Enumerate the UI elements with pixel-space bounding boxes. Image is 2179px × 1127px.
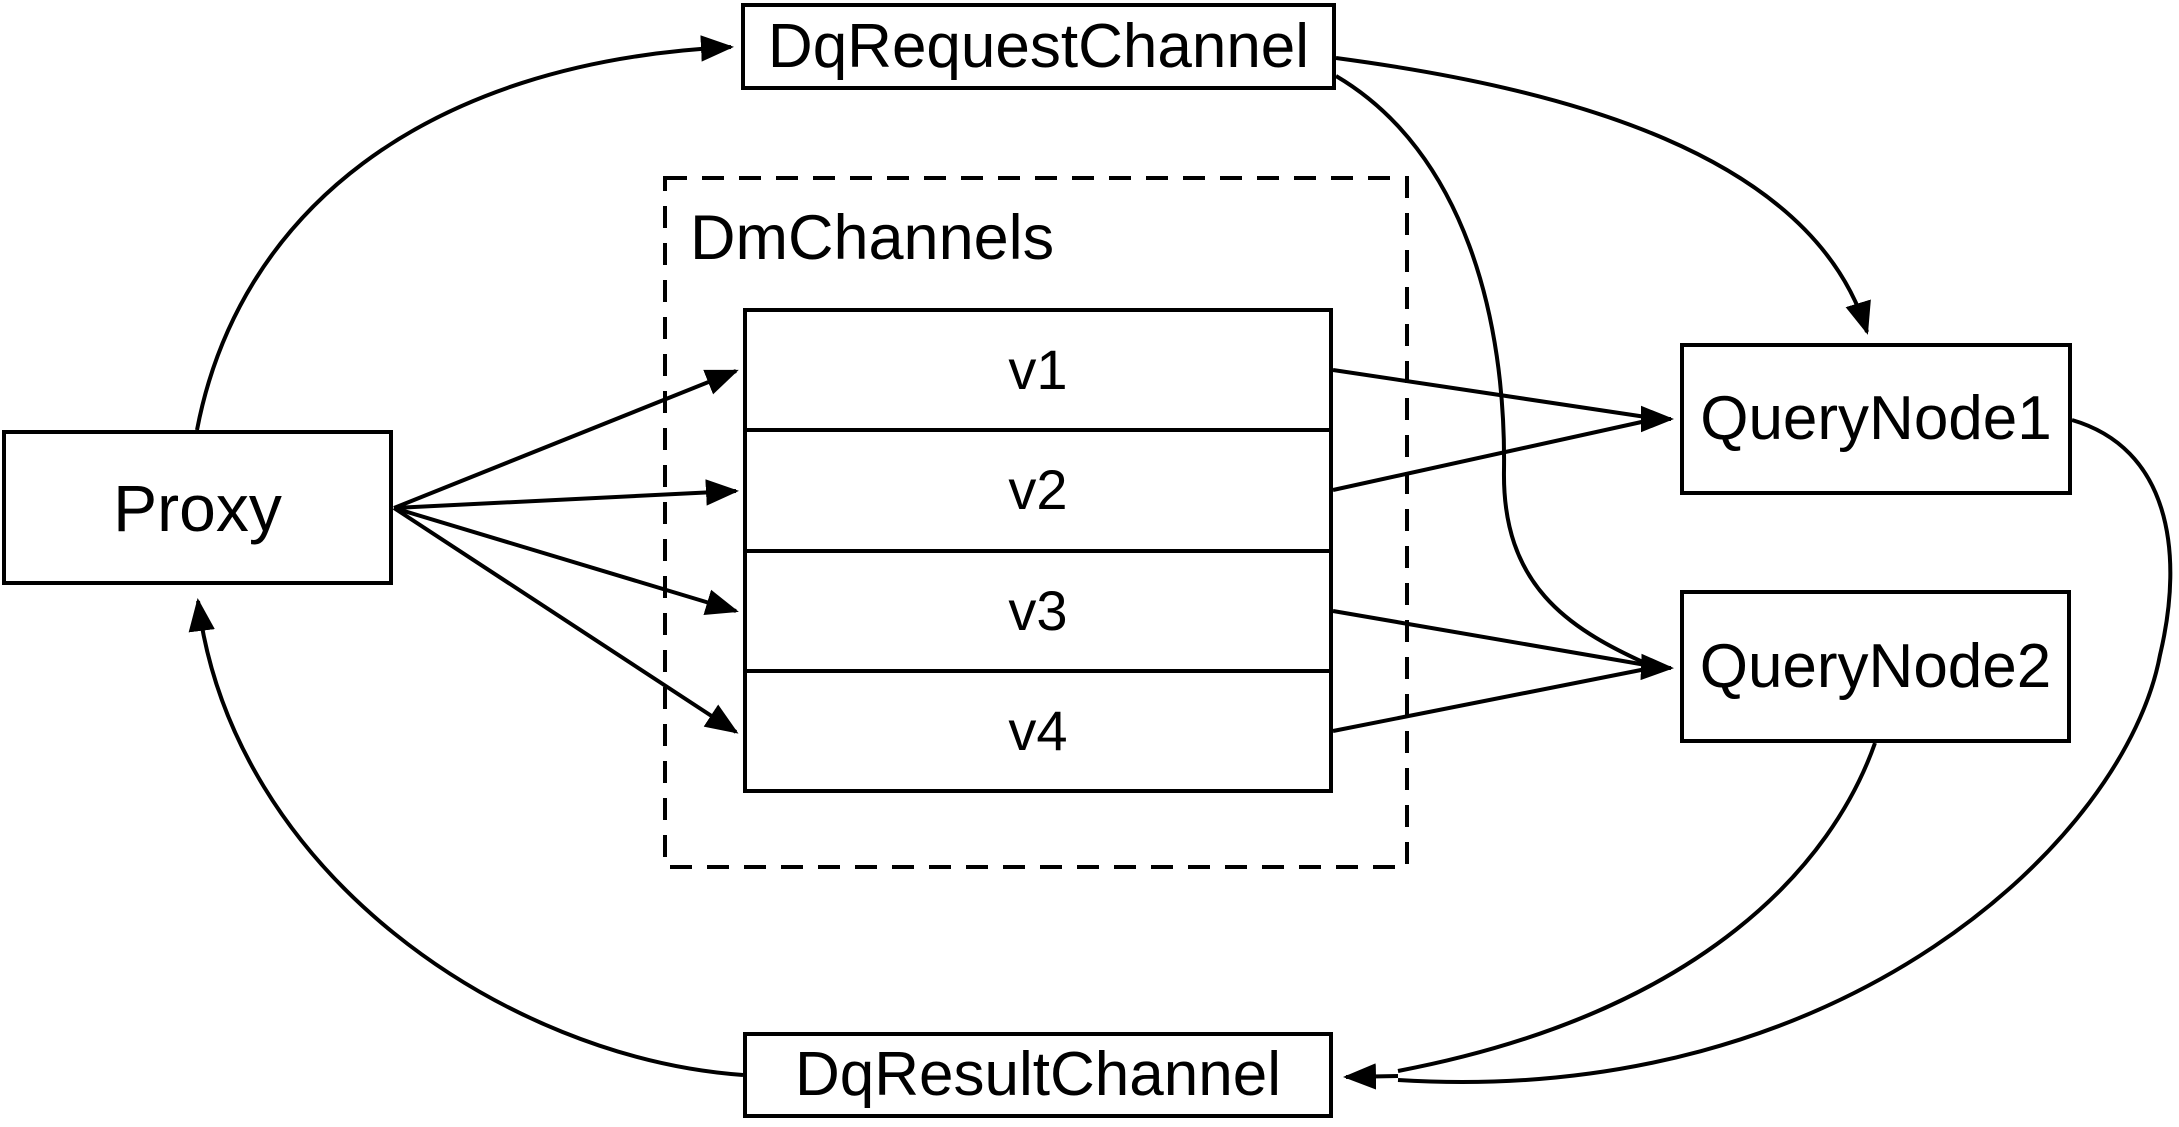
edge-proxy-to-v2 [393, 479, 739, 510]
node-query-node2: QueryNode2 [1680, 590, 2071, 743]
channel-row-v3: v3 [747, 548, 1329, 669]
node-query-node2-label: QueryNode2 [1699, 631, 2052, 701]
node-dq-request-channel: DqRequestChannel [741, 3, 1336, 90]
edge-v3-to-querynode2 [1332, 609, 1647, 667]
edge-querynode1-to-dqresultchannel [1397, 418, 2173, 1084]
edge-v4-to-querynode2 [1332, 667, 1647, 733]
edge-proxy-to-v4 [392, 506, 739, 734]
node-proxy-label: Proxy [113, 470, 282, 545]
channel-row-v1: v1 [747, 312, 1329, 428]
edge-dqresultchannel-to-proxy [188, 598, 744, 1077]
dm-channels-title-label: DmChannels [690, 203, 1055, 273]
channel-row-v2-label: v2 [1008, 458, 1068, 522]
arrow-into-dqresultchannel [1343, 1063, 1399, 1090]
node-query-node1-label: QueryNode1 [1700, 384, 2052, 453]
edge-v2-to-querynode1 [1332, 419, 1647, 492]
node-query-node1: QueryNode1 [1680, 343, 2072, 495]
node-dq-result-channel-label: DqResultChannel [795, 1040, 1281, 1109]
edge-proxy-to-dqrequestchannel [195, 35, 734, 431]
edge-dqrequestchannel-to-querynode1 [1335, 56, 1871, 335]
edge-proxy-to-v3 [393, 506, 739, 615]
edge-v1-to-querynode1 [1332, 368, 1647, 419]
channel-row-v4: v4 [747, 668, 1329, 789]
node-proxy: Proxy [2, 430, 393, 585]
edge-proxy-to-v1 [393, 369, 739, 510]
node-dq-request-channel-label: DqRequestChannel [767, 11, 1310, 81]
channel-row-v3-label: v3 [1008, 578, 1068, 642]
dm-channels-table: v1 v2 v3 v4 [743, 308, 1333, 793]
edge-querynode2-to-dqresultchannel [1397, 742, 1877, 1073]
edge-dqrequestchannel-to-querynode2 [1334, 74, 1646, 665]
channel-row-v2: v2 [747, 428, 1329, 548]
dm-channels-title: DmChannels [690, 207, 1054, 270]
arrow-into-querynode2 [1640, 653, 1674, 681]
channel-row-v4-label: v4 [1008, 698, 1068, 762]
channel-row-v1-label: v1 [1008, 338, 1068, 402]
node-dq-result-channel: DqResultChannel [743, 1032, 1333, 1118]
dm-channels-dashed-box [663, 176, 1409, 869]
